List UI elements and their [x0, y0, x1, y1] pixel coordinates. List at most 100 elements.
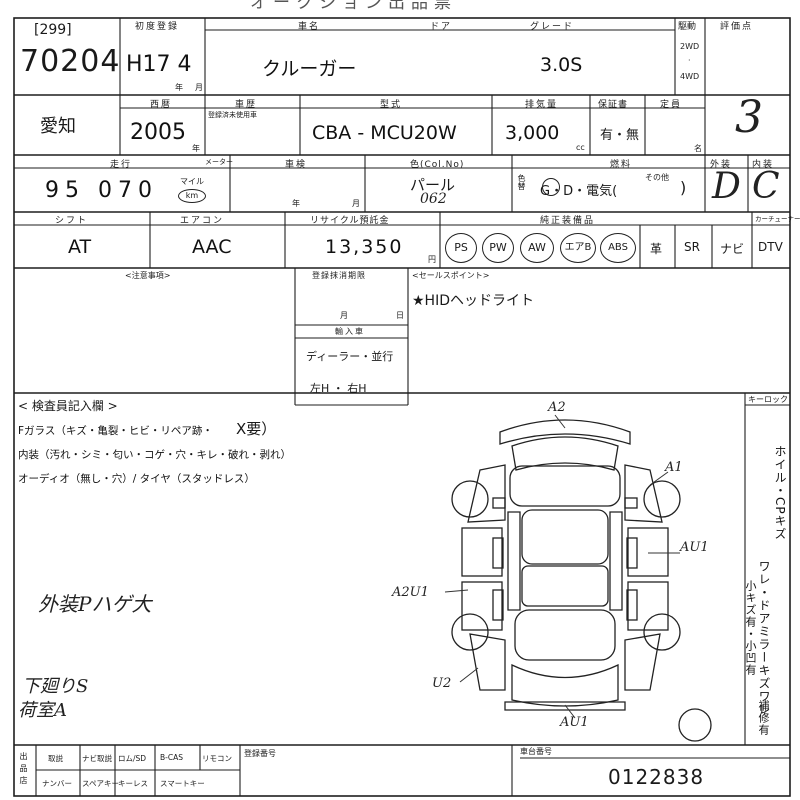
footer-item-plate: ナンバー [42, 779, 72, 788]
equip-abs: ABS [600, 233, 636, 263]
footer-item-remote: リモコン [202, 754, 232, 763]
fuel-other: その他 [645, 173, 669, 182]
mark-left-rear: U2 [432, 676, 452, 691]
inspector-line3: オーディオ（無し・穴）/ タイヤ（スタッドレス） [18, 473, 255, 485]
header-title: オークション出品票 [250, 0, 457, 13]
equip-ps: PS [445, 233, 477, 263]
drive-4wd: 4WD [680, 72, 700, 81]
sales-point-label: <セールスポイント> [412, 271, 490, 280]
shift-label: シフト [55, 216, 89, 226]
footer-item-rom: ロム/SD [118, 754, 147, 763]
lot-bracket: [299] [34, 22, 72, 38]
notes-label: <注意事項> [125, 271, 171, 280]
meter-label: メーター [205, 158, 233, 166]
year-label: 西暦 [150, 100, 173, 110]
inspection-label: 車検 [285, 160, 308, 170]
import-dealer: ディーラー・並行 [306, 350, 394, 363]
mark-rear: AU1 [560, 715, 589, 730]
footer-item-manual: 取説 [48, 754, 63, 763]
aircon-label: エアコン [180, 216, 225, 226]
import-label: 輸入車 [335, 327, 365, 336]
recall-month: 月 [340, 311, 348, 320]
mark-left-door: A2U1 [392, 585, 429, 600]
footer-left-label: 出品店 [19, 752, 28, 788]
drive-2wd: 2WD [680, 42, 700, 51]
recycle-unit: 円 [428, 255, 436, 264]
equip-dtv: DTV [758, 240, 783, 254]
displacement-unit: cc [576, 143, 585, 152]
grade-label: グレード [530, 22, 575, 32]
year-value: 2005 [130, 120, 186, 145]
equip-aw: AW [520, 233, 554, 263]
lot-number: 70204 [20, 44, 121, 79]
warranty-value: 有・無 [600, 128, 640, 143]
interior-value: C [752, 166, 780, 207]
hand-note-underbody: 下廻りS [22, 676, 89, 697]
equip-leather: 革 [650, 242, 663, 256]
first-reg-month-unit: 月 [195, 83, 203, 92]
rating-value: 3 [735, 92, 763, 143]
year-unit: 年 [192, 144, 200, 153]
doors-label: ドア [430, 22, 453, 32]
model-label: 型式 [380, 100, 403, 110]
recall-label: 登録抹消期限 [312, 271, 366, 280]
recall-day: 日 [396, 311, 404, 320]
color-value: パール [410, 176, 456, 194]
mark-front: A2 [548, 400, 566, 415]
import-hand: 左H ・ 右H [310, 382, 367, 395]
equip-navi: ナビ [720, 242, 745, 256]
car-name-label: 車名 [298, 22, 321, 32]
mileage-label: 走行 [110, 160, 133, 170]
exterior-value: D [712, 166, 741, 207]
side-note-col1: ホイル・CPキズ [773, 445, 787, 541]
shift-value: AT [68, 236, 92, 258]
keylock-label: キーロック [748, 395, 788, 404]
footer-item-navi-manual: ナビ取説 [82, 754, 112, 763]
first-reg-label: 初度登録 [135, 22, 180, 32]
interior-label: 内装 [752, 160, 775, 170]
sales-point-value: ★HIDヘッドライト [412, 293, 534, 309]
inspector-line1-mark: X要） [236, 420, 277, 438]
footer-reg-label: 登録番号 [244, 749, 276, 758]
plate-sub: 登録済未使用車 [208, 111, 257, 119]
inspection-year-unit: 年 [292, 199, 300, 208]
mileage-unit-km: km [178, 189, 206, 203]
side-note-col4: 補修有 [757, 700, 770, 736]
mark-right-front: A1 [665, 460, 683, 475]
equip-pw: PW [482, 233, 514, 263]
car-diagram [451, 419, 712, 742]
footer-chassis-label: 車台番号 [520, 747, 552, 756]
equip-airbag: エアB [560, 233, 596, 263]
inspector-label: < 検査員記入欄 > [18, 399, 118, 413]
rating-label: 評価点 [720, 22, 754, 32]
displacement-value: 3,000 [505, 122, 560, 144]
mileage-unit-mile: マイル [180, 177, 204, 186]
hand-note-cargo: 荷室A [18, 700, 67, 721]
displacement-label: 排気量 [525, 100, 559, 110]
equip-sr: SR [684, 240, 700, 254]
plate-label: 車歴 [235, 100, 258, 110]
warranty-label: 保証書 [598, 100, 629, 110]
car-name-value: クルーガー [262, 58, 357, 80]
fuel-close: ) [680, 178, 687, 197]
color-tone-label: 色替 [517, 174, 526, 190]
capacity-label: 定員 [660, 100, 683, 110]
first-reg-year-unit: 年 [175, 83, 183, 92]
inspector-line2: 内装（汚れ・シミ・匂い・コゲ・穴・キレ・破れ・剥れ） [18, 449, 291, 461]
hand-note-exterior: 外装Pハゲ大 [38, 592, 152, 616]
drive-label: 駆動 [678, 22, 697, 32]
side-note-col2: ワレ・ドアミラーキズワレ [757, 560, 771, 716]
footer-chassis-value: 0122838 [608, 765, 705, 789]
side-note-col3: 小キズ有・小凹有 [744, 580, 757, 676]
location: 愛知 [40, 116, 76, 137]
footer-item-sparekey: スペアキー [82, 779, 119, 788]
mark-right-door: AU1 [680, 540, 709, 555]
fuel-gas-circle [542, 178, 560, 196]
recycle-label: リサイクル預託金 [310, 216, 390, 226]
equipment-extra-label: カーチューナー付 [755, 215, 800, 223]
drive-sep: · [688, 56, 691, 65]
model-value: CBA - MCU20W [312, 122, 457, 144]
aircon-value: AAC [192, 236, 232, 258]
color-label: 色(Col.No) [410, 160, 465, 170]
